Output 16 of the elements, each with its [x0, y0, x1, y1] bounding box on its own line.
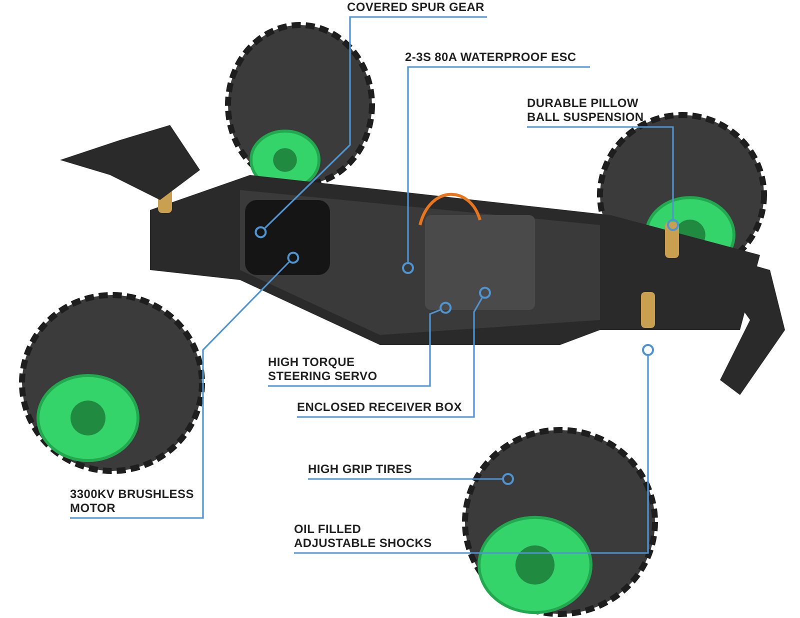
leader-line [254, 16, 487, 238]
callout-label: OIL FILLED ADJUSTABLE SHOCKS [294, 522, 440, 553]
callout-label: HIGH TORQUE STEERING SERVO [268, 355, 398, 386]
callout-label: 2-3S 80A WATERPROOF ESC [405, 50, 590, 67]
callout-label: 3300KV BRUSHLESS MOTOR [70, 487, 205, 518]
leader-line [308, 473, 514, 485]
callout-label: DURABLE PILLOW BALL SUSPENSION [527, 96, 657, 127]
callout-label: HIGH GRIP TIRES [308, 462, 438, 479]
callout-label: ENCLOSED RECEIVER BOX [297, 400, 477, 417]
leader-line [527, 126, 679, 231]
leader-line [402, 66, 590, 274]
callout-label: COVERED SPUR GEAR [347, 0, 487, 17]
leader-line [268, 302, 452, 387]
leader-line [297, 286, 491, 418]
leader-line [294, 344, 654, 554]
leader-line [70, 252, 300, 519]
